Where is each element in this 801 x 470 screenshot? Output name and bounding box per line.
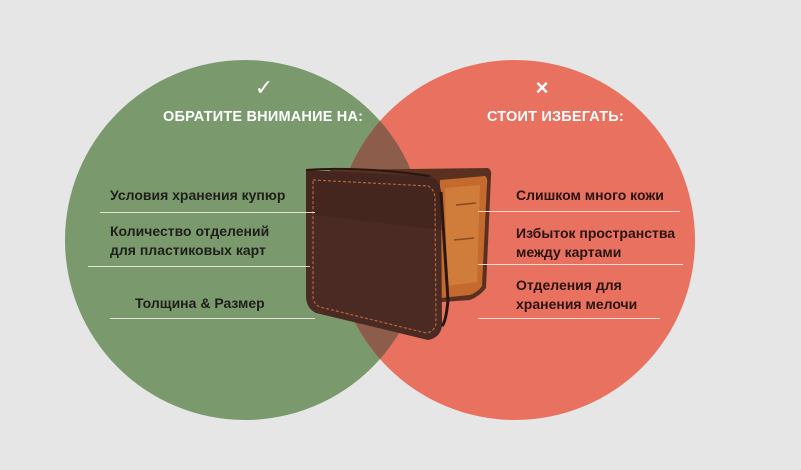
left-divider-2: [88, 266, 310, 267]
right-item-1-line-1: Слишком много кожи: [516, 187, 664, 203]
right-divider-3: [478, 318, 660, 319]
left-item-3-line-1: Толщина & Размер: [135, 295, 265, 311]
right-item-3-line-1: Отделения для: [516, 277, 622, 293]
right-divider-2: [478, 264, 683, 265]
left-item-1-line-1: Условия хранения купюр: [110, 187, 286, 203]
left-item-1: Условия хранения купюр: [110, 186, 285, 205]
left-item-2-line-1: Количество отделений: [110, 223, 270, 239]
right-title: СТОИТ ИЗБЕГАТЬ:: [487, 109, 624, 125]
left-item-3: Толщина & Размер: [135, 294, 265, 313]
right-item-2: Избыток пространства между картами: [516, 224, 675, 262]
right-item-1: Слишком много кожи: [516, 186, 664, 205]
left-divider-1: [100, 212, 315, 213]
right-item-2-line-1: Избыток пространства: [516, 225, 676, 241]
left-item-2: Количество отделений для пластиковых кар…: [110, 222, 269, 260]
right-item-3-line-2: хранения мелочи: [516, 296, 638, 312]
right-divider-1: [478, 211, 680, 212]
right-item-2-line-2: между картами: [516, 244, 622, 260]
left-divider-3: [110, 318, 315, 319]
right-item-3: Отделения для хранения мелочи: [516, 276, 637, 314]
left-item-2-line-2: для пластиковых карт: [110, 242, 266, 258]
left-title: ОБРАТИТЕ ВНИМАНИЕ НА:: [163, 109, 364, 125]
wallet-icon: [305, 167, 492, 340]
checkmark-icon: ✓: [254, 75, 274, 100]
left-circle: [65, 60, 425, 420]
cross-icon: ×: [535, 75, 549, 100]
